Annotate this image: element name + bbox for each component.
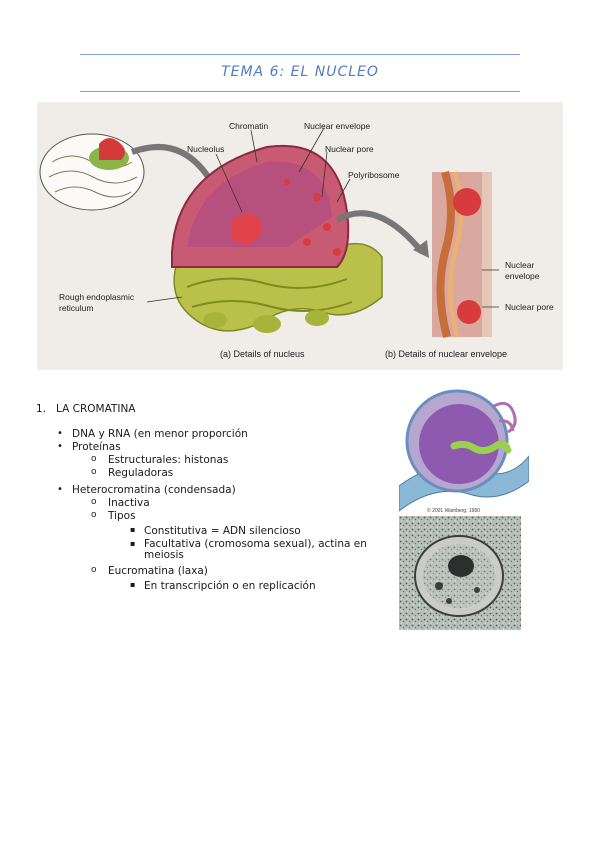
label-nucleolus: Nucleolus: [187, 144, 224, 154]
label-nuclear-envelope-b-line2: envelope: [505, 271, 540, 281]
nucleus-figure: Chromatin Nuclear envelope Nucleolus Nuc…: [37, 102, 563, 370]
list-item: DNA y RNA (en menor proporción: [72, 428, 248, 440]
list-item: Heterocromatina (condensada): [72, 484, 236, 496]
nucleus-drawing: [171, 144, 350, 268]
list-item: Tipos: [108, 510, 136, 522]
micrograph-figure: [399, 516, 521, 630]
list-item: Proteínas: [72, 441, 121, 453]
label-nuclear-envelope: Nuclear envelope: [304, 121, 370, 131]
list-item: Facultativa (cromosoma sexual), actina e…: [144, 538, 367, 561]
bullet-circle: o: [91, 467, 97, 477]
bullet-square: ▪: [130, 580, 136, 589]
section-number: 1.: [36, 403, 47, 415]
page-title: TEMA 6: EL NUCLEO: [221, 64, 379, 80]
label-chromatin: Chromatin: [229, 121, 268, 131]
bullet-disc: •: [57, 441, 63, 452]
envelope-detail-drawing: [432, 170, 492, 339]
header-rule-top: [80, 54, 520, 55]
arrow-envelope: [335, 210, 425, 254]
bullet-square: ▪: [130, 525, 136, 534]
list-item: Constitutiva = ADN silencioso: [144, 525, 301, 537]
caption-b: (b) Details of nuclear envelope: [385, 349, 507, 359]
list-item: En transcripción o en replicación: [144, 580, 316, 592]
bullet-disc: •: [57, 428, 63, 439]
bullet-circle: o: [91, 510, 97, 520]
label-nuclear-envelope-b-line1: Nuclear: [505, 260, 534, 270]
label-rough-er-line2: reticulum: [59, 303, 93, 313]
label-nuclear-pore-b: Nuclear pore: [505, 302, 554, 312]
list-item: Eucromatina (laxa): [108, 565, 208, 577]
label-rough-er-line1: Rough endoplasmic: [59, 292, 135, 302]
caption-a: (a) Details of nucleus: [220, 349, 305, 359]
cell-thumbnail: [39, 133, 145, 211]
list-item: Reguladoras: [108, 467, 174, 479]
bullet-circle: o: [91, 565, 97, 575]
bullet-circle: o: [91, 454, 97, 464]
header-rule-bottom: [80, 91, 520, 92]
list-item: Estructurales: histonas: [108, 454, 229, 466]
bullet-disc: •: [57, 484, 63, 495]
label-nuclear-pore: Nuclear pore: [325, 144, 374, 154]
bullet-square: ▪: [130, 539, 136, 548]
label-leaders: [146, 127, 499, 308]
cell-chromatin-figure: © 2001 Wamberg, 1980: [399, 386, 529, 514]
bullet-circle: o: [91, 497, 97, 507]
section-title: LA CROMATINA: [56, 403, 136, 415]
list-item: Inactiva: [108, 497, 150, 509]
figure-credit: © 2001 Wamberg, 1980: [427, 507, 480, 514]
label-polyribosome: Polyribosome: [348, 170, 400, 180]
section-heading: 1. LA CROMATINA: [36, 403, 135, 415]
